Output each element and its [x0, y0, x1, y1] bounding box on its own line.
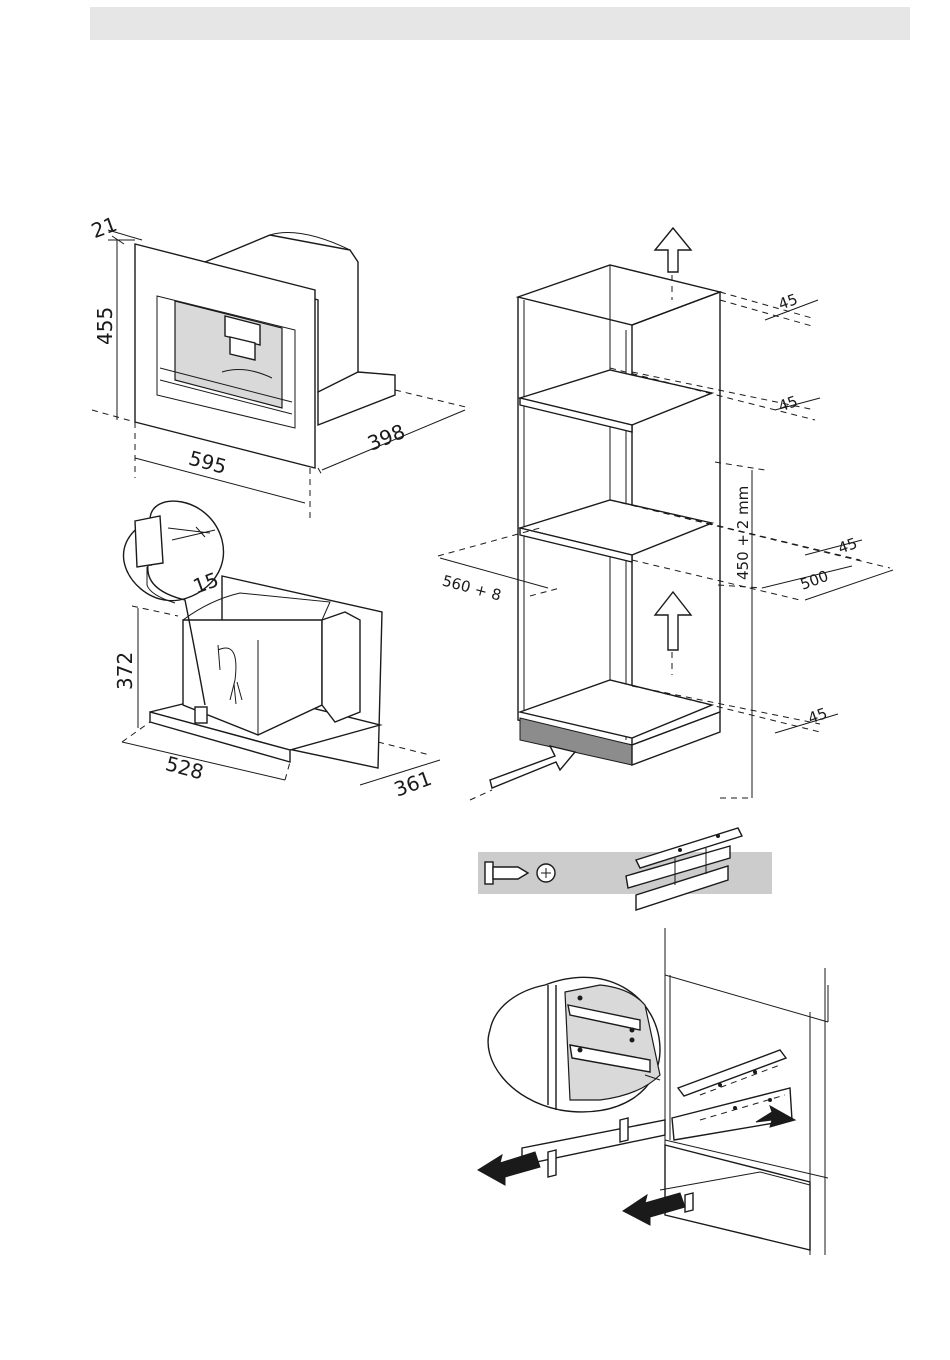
- airflow-arrow-icon: [490, 746, 575, 788]
- dim-niche-height: 450 + 2 mm: [734, 486, 752, 580]
- parts-panel: [478, 828, 772, 910]
- dim-niche-width: 560 + 8: [440, 572, 503, 605]
- appliance-front-view: [135, 233, 395, 468]
- dim-appliance-depth: 398: [364, 419, 408, 456]
- airflow-arrow-icon: [655, 228, 691, 272]
- dim-vent-upper-shelf: 45: [776, 392, 800, 415]
- dim-vent-bottom: 45: [806, 704, 830, 727]
- rail-detail-callout: [488, 977, 660, 1112]
- dim-vent-middle-shelf: 45: [836, 534, 860, 557]
- dim-niche-depth: 500: [798, 567, 831, 594]
- dim-body-width: 528: [163, 751, 206, 784]
- dim-body-height: 372: [113, 652, 137, 690]
- dim-appliance-width: 595: [186, 446, 229, 479]
- pull-arrow-icon: [478, 1152, 540, 1185]
- airflow-arrow-icon: [655, 592, 691, 650]
- dim-cable-offset: 15: [190, 567, 222, 598]
- appliance-body-view: [148, 565, 382, 768]
- tall-cabinet: [518, 265, 720, 765]
- dim-vent-top: 45: [776, 290, 800, 313]
- junction-box-icon: [135, 516, 163, 567]
- phillips-head-icon: [537, 864, 555, 882]
- dim-appliance-height: 455: [93, 307, 117, 345]
- plug-icon: [195, 707, 207, 723]
- pull-arrow-icon: [623, 1193, 685, 1225]
- dim-body-depth: 361: [391, 766, 435, 802]
